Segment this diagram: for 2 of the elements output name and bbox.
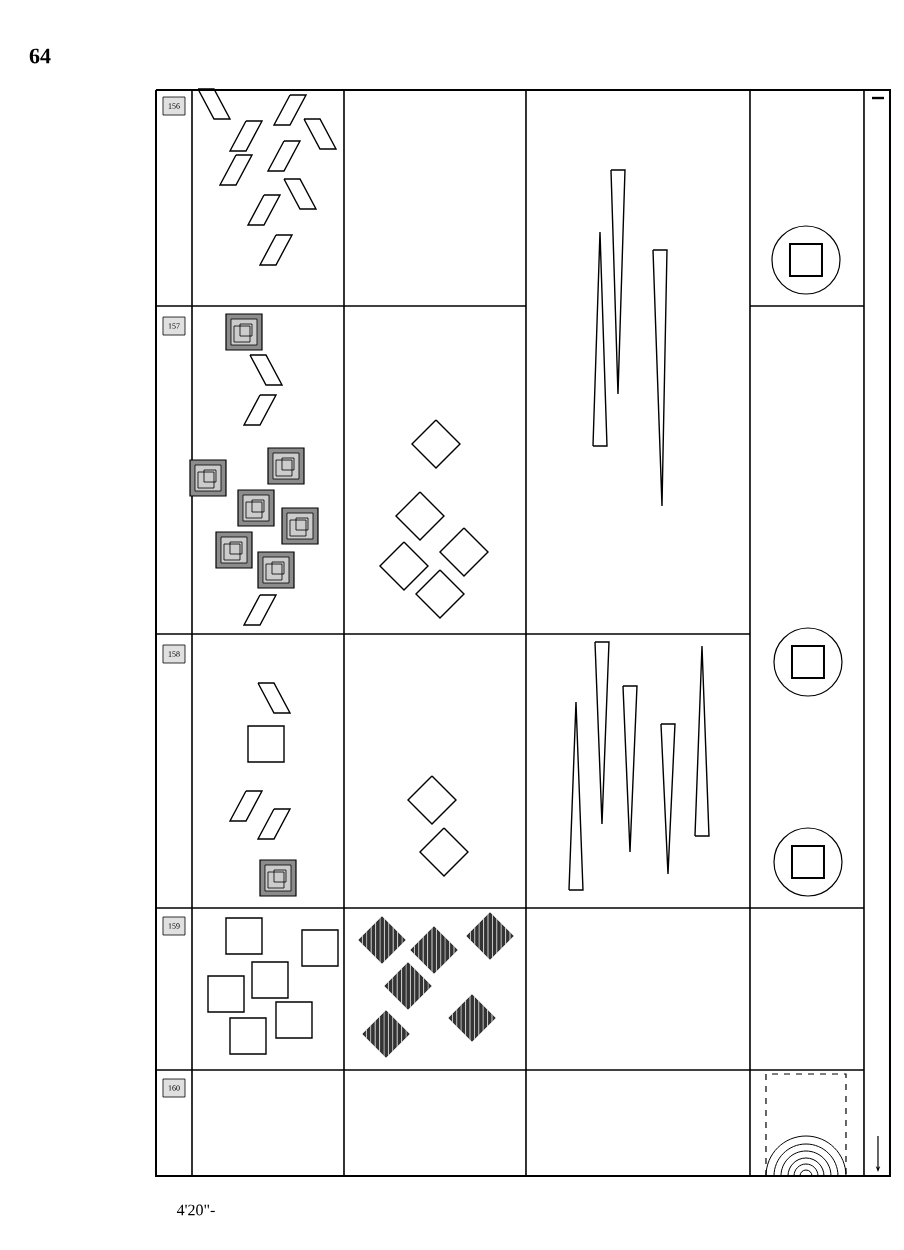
duration-text: 4'20"- xyxy=(176,1204,215,1216)
page-number: 64 xyxy=(29,48,51,64)
